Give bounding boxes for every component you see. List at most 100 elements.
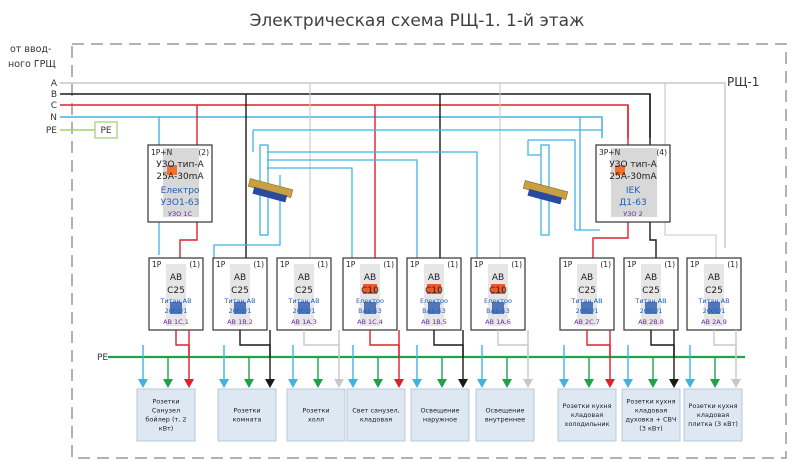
breaker-id: АВ 2А.9 (701, 318, 727, 326)
breaker-handle (298, 302, 310, 314)
rcd-device: 1P+N(2)УЗО тип-А25А-30mAЕлектроУЗО1-63УЗ… (147, 144, 213, 223)
breaker-poles: 1P (410, 260, 420, 269)
breaker-rating: C25 (167, 286, 185, 296)
bus-label-n: N (50, 113, 57, 123)
rcd-module: (4) (656, 148, 667, 157)
breaker-brand: Електро (484, 297, 512, 305)
pe-box (94, 121, 118, 139)
breaker-brand: Титан АВ (570, 297, 602, 305)
breaker-rating: C25 (642, 286, 660, 296)
breaker-id: АВ 1С.4 (357, 318, 383, 326)
load-label-line: внутреннее (485, 416, 525, 424)
breaker-kind: АВ (298, 273, 310, 283)
breaker-out (303, 330, 340, 357)
rcd1-c-out (179, 222, 198, 258)
breaker-handle (364, 302, 376, 314)
arrow-pe-icon (244, 379, 254, 388)
bus-c (60, 104, 629, 138)
breaker-brand: Титан АВ (697, 297, 729, 305)
breaker-model: 2001/1 (640, 307, 663, 315)
wiring (60, 82, 745, 359)
breaker-module: (1) (727, 260, 738, 269)
breaker-handle (234, 302, 246, 314)
arrow-pe-icon (502, 379, 512, 388)
breaker-model: 2001/1 (703, 307, 726, 315)
breaker-poles: 1P (152, 260, 162, 269)
breaker-out (497, 330, 529, 357)
breaker-out (175, 330, 190, 357)
breaker-module: (1) (383, 260, 394, 269)
load-frame (410, 388, 470, 442)
breaker-handle (428, 302, 440, 314)
n-bar2-in (527, 140, 541, 156)
breaker-rating: C10 (489, 286, 507, 296)
bus-n (60, 116, 603, 138)
load-label-line: кладовая (360, 416, 392, 424)
bus-label-c: C (51, 101, 57, 111)
breaker-kind: АВ (234, 273, 246, 283)
breaker-handle (581, 302, 593, 314)
arrow-phase-icon (184, 379, 194, 388)
arrow-phase-icon (394, 379, 404, 388)
load-label-line: холл (308, 416, 324, 424)
breaker-model: 2001/1 (165, 307, 188, 315)
arrow-pe-icon (437, 379, 447, 388)
load-frame (621, 388, 681, 442)
breaker-module: (1) (664, 260, 675, 269)
load-label-line: холодильник (564, 420, 609, 428)
breaker-id: АВ 2С.7 (574, 318, 600, 326)
breaker-id: АВ 1А.6 (485, 318, 511, 326)
arrow-pe-icon (710, 379, 720, 388)
load-label-line: Розетки кухня (688, 402, 737, 410)
rcd-body (611, 148, 657, 217)
breaker-toggle (491, 284, 505, 294)
breaker-rating: C10 (361, 286, 379, 296)
breaker-model: ВА1-63 (422, 307, 446, 315)
terminal-block-icon (247, 178, 294, 203)
rcd-test-button (167, 165, 177, 175)
breaker-out (586, 330, 611, 357)
pe-box-label: PE (100, 126, 111, 136)
rcd-type: УЗО тип-А (156, 160, 204, 170)
load-frame (557, 388, 617, 442)
load-frame (683, 388, 743, 442)
breaker-brand: Титан АВ (287, 297, 319, 305)
breaker-out (650, 330, 675, 357)
arrow-phase-icon (731, 379, 741, 388)
arrow-phase-icon (458, 379, 468, 388)
breaker-handle (708, 302, 720, 314)
load-label-line: Освещение (485, 407, 524, 415)
breaker-module: (1) (317, 260, 328, 269)
load-box: Свет санузел,кладовая (346, 330, 406, 442)
arrow-pe-icon (373, 379, 383, 388)
input-label-line1: от ввод- (10, 44, 51, 55)
arrow-neutral-icon (288, 379, 298, 388)
breaker-rating: C25 (295, 286, 313, 296)
bus-b (60, 93, 651, 138)
load-label-line: Розетки кухня (562, 402, 611, 410)
rcd-module: (2) (198, 148, 209, 157)
bus-label-pe: PE (46, 126, 57, 136)
n-dist-2 (267, 151, 478, 258)
rcd-rating: 25А-30mA (156, 172, 204, 182)
bus-a (60, 82, 726, 248)
breaker-kind: АВ (645, 273, 657, 283)
breaker-module: (1) (600, 260, 611, 269)
rcd-brand: IEK (626, 186, 641, 196)
load-label-line: Розетки (233, 407, 260, 415)
arrow-neutral-icon (685, 379, 695, 388)
breaker-model: 2001/1 (229, 307, 252, 315)
arrow-neutral-icon (219, 379, 229, 388)
